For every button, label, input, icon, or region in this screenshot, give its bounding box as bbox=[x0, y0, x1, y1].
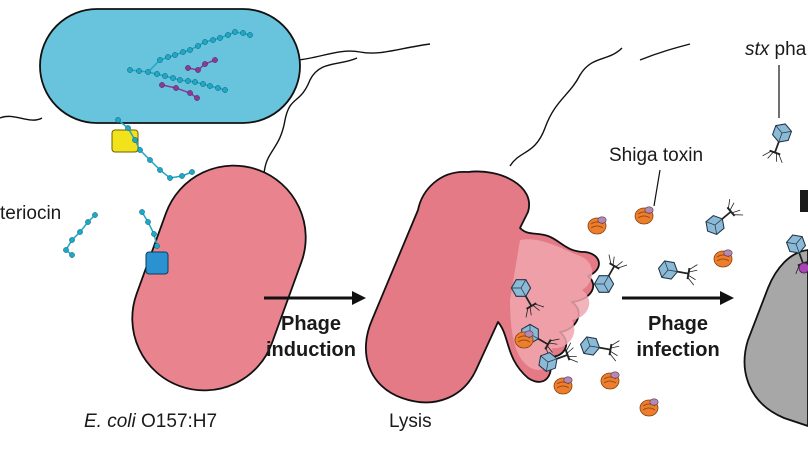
bacteriocin-chain-exported bbox=[115, 117, 195, 181]
shiga-toxin-2 bbox=[587, 216, 607, 235]
label-ecoli-o157: E. coli O157:H7 bbox=[84, 411, 217, 433]
shiga-toxin-3 bbox=[713, 249, 733, 268]
label-bacteriocin: teriocin bbox=[0, 203, 62, 224]
infected-cell-gray bbox=[743, 249, 808, 427]
bacterium-blue-cell bbox=[39, 8, 301, 124]
label-shiga-toxin: Shiga toxin bbox=[609, 145, 704, 166]
bacteriocin-chain-free bbox=[63, 212, 98, 258]
blue-cell-flagellum-right bbox=[297, 43, 431, 61]
label-phage-induction-line2: induction bbox=[266, 339, 356, 361]
label-lysis: Lysis bbox=[389, 411, 432, 432]
shiga-toxin-6 bbox=[553, 376, 573, 395]
phage-released-4 bbox=[577, 333, 622, 363]
label-phage-induction: Phage induction bbox=[256, 311, 366, 363]
arrow-phage-induction bbox=[264, 291, 366, 305]
phage-free-2 bbox=[655, 257, 700, 287]
receptor-blue bbox=[145, 251, 169, 275]
phage-free-3 bbox=[761, 119, 797, 165]
shiga-toxin-5 bbox=[600, 371, 620, 390]
label-phage-induction-line1: Phage bbox=[280, 313, 342, 335]
label-phage-infection-line1: Phage bbox=[647, 313, 709, 335]
shiga-toxin-7 bbox=[639, 398, 659, 417]
label-ecoli-species: E. coli bbox=[84, 411, 136, 432]
arrow-phage-infection bbox=[622, 291, 734, 305]
infected-cell-flagellum bbox=[639, 43, 691, 61]
label-stx-phage: stx pha bbox=[745, 39, 806, 61]
blue-cell-flagellum-left bbox=[0, 115, 43, 121]
shiga-toxin-pointer bbox=[653, 169, 661, 207]
label-stx-suffix: pha bbox=[769, 39, 807, 60]
phage-free-1 bbox=[700, 197, 745, 241]
bacteriocin-chain-internal bbox=[127, 29, 253, 101]
label-phage-infection: Phage infection bbox=[622, 311, 734, 363]
ecoli-cell bbox=[131, 164, 307, 392]
lysing-cell-flagellum bbox=[509, 47, 623, 167]
partial-label-mark bbox=[800, 190, 808, 212]
bacteriocin-binding-receptor bbox=[139, 209, 160, 249]
label-stx-gene: stx bbox=[745, 39, 770, 60]
shiga-toxin-1 bbox=[634, 206, 654, 225]
ecoli-flagellum bbox=[263, 57, 358, 175]
label-phage-infection-line2: infection bbox=[636, 339, 720, 361]
export-receptor-yellow bbox=[111, 129, 139, 153]
receptor-purple bbox=[798, 262, 808, 274]
label-ecoli-strain: O157:H7 bbox=[135, 411, 218, 432]
